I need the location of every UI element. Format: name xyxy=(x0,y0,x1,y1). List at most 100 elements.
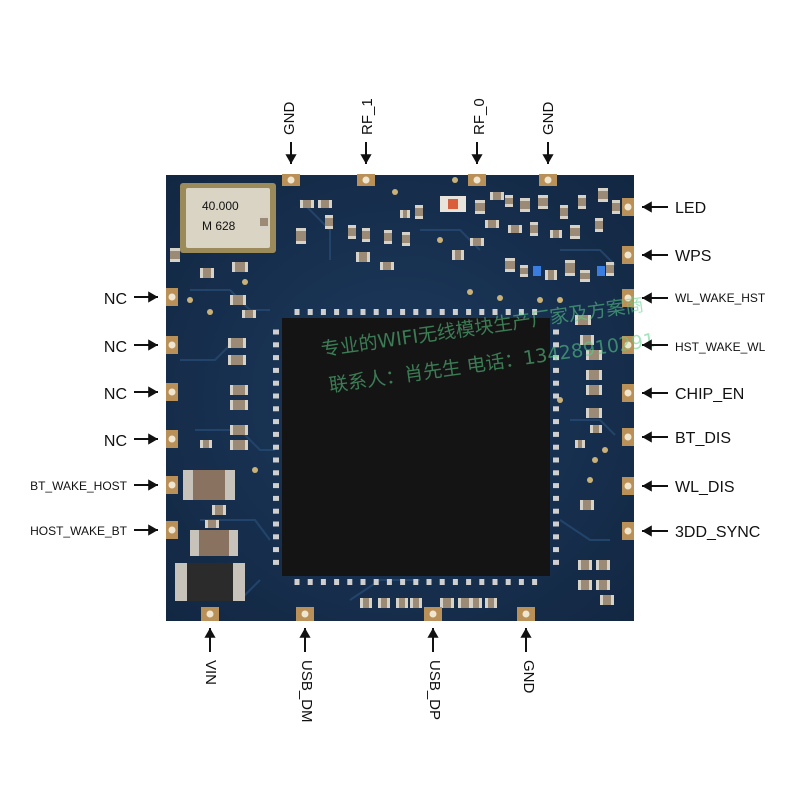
smd-cap xyxy=(586,385,589,395)
pin-arrow-head xyxy=(520,628,532,638)
smd-cap xyxy=(470,598,473,608)
smd-part xyxy=(440,598,454,608)
smd-cap xyxy=(470,238,473,246)
smd-part xyxy=(348,225,356,239)
smd-part xyxy=(300,200,314,208)
chip-pin xyxy=(452,309,458,315)
chip-pins xyxy=(273,309,559,585)
smd-cap xyxy=(245,425,248,435)
smd-part xyxy=(575,315,591,325)
smd-cap xyxy=(170,248,180,251)
pin-label-left-4: NC xyxy=(104,433,127,450)
chip-pin xyxy=(273,521,279,527)
smd-cap xyxy=(362,228,370,231)
chip-pin xyxy=(553,508,559,514)
smd-cap xyxy=(578,206,586,209)
chip-pin xyxy=(273,419,279,425)
chip-pin xyxy=(273,367,279,373)
pad-hole xyxy=(544,176,552,184)
smd-cap xyxy=(520,209,530,212)
smd-cap xyxy=(595,229,603,232)
pin-arrow-head xyxy=(642,525,652,537)
smd-cap xyxy=(419,598,422,608)
smd-cap xyxy=(230,440,233,450)
smd-cap xyxy=(538,206,548,209)
smd-cap xyxy=(505,204,513,207)
chip-pin xyxy=(439,309,445,315)
smd-cap xyxy=(400,210,403,218)
pad-hole xyxy=(168,526,176,534)
chip-pin xyxy=(273,483,279,489)
smd-cap xyxy=(216,520,219,528)
smd-part xyxy=(200,440,212,448)
via xyxy=(437,237,443,243)
chip-pin xyxy=(334,579,340,585)
smd-part xyxy=(230,400,248,410)
smd-part xyxy=(580,270,590,282)
chip-pin xyxy=(532,579,538,585)
smd-cap xyxy=(356,252,359,262)
chip-pin xyxy=(553,547,559,553)
pin-label-bottom-2: USB_DM xyxy=(298,660,315,723)
pad-hole xyxy=(624,433,632,441)
smd-cap xyxy=(578,195,586,198)
chip-pin xyxy=(466,309,472,315)
pin-label-right-8: 3DD_SYNC xyxy=(675,524,760,541)
bulk-capacitors xyxy=(175,470,245,601)
chip-pin xyxy=(273,495,279,501)
smd-cap xyxy=(611,595,614,605)
smd-cap xyxy=(479,598,482,608)
chip-pin xyxy=(466,579,472,585)
smd-part xyxy=(230,425,248,435)
chip-pin xyxy=(320,579,326,585)
smd-cap xyxy=(598,188,608,191)
pad-hole xyxy=(624,389,632,397)
smd-cap xyxy=(520,198,530,201)
pin-label-right-5: CHIP_EN xyxy=(675,386,744,403)
pin-label-left-1: NC xyxy=(104,291,127,308)
pad-hole xyxy=(624,527,632,535)
smd-part xyxy=(452,250,464,260)
pin-arrow-head xyxy=(542,154,554,164)
smd-part xyxy=(230,385,248,395)
smd-cap xyxy=(348,236,356,239)
bottom-pins: VIN USB_DM USB_DP GND xyxy=(202,660,537,723)
smd-cap xyxy=(245,385,248,395)
smd-cap xyxy=(589,560,592,570)
smd-part xyxy=(356,252,370,262)
smd-cap xyxy=(580,500,583,510)
smd-cap xyxy=(170,259,180,262)
smd-cap xyxy=(325,226,333,229)
via xyxy=(452,177,458,183)
via xyxy=(537,297,543,303)
smd-cap xyxy=(452,250,455,260)
smd-cap xyxy=(369,598,372,608)
pin-label-bottom-4: GND xyxy=(520,660,537,694)
smd-part xyxy=(410,598,422,608)
chip-pin xyxy=(307,579,313,585)
smd-part xyxy=(318,200,332,208)
chip-pin xyxy=(386,579,392,585)
chip-pin xyxy=(273,559,279,565)
pin-label-bottom-1: VIN xyxy=(202,660,219,685)
smd-part xyxy=(545,270,557,280)
smd-part xyxy=(230,295,246,305)
smd-part xyxy=(490,192,504,200)
smd-part xyxy=(538,195,548,209)
smd-cap xyxy=(596,580,599,590)
smd-part xyxy=(402,232,410,246)
left-pins: NC NC NC NC BT_WAKE_HOST HOST_WAKE_BT xyxy=(30,291,128,538)
smd-cap xyxy=(253,310,256,318)
smd-cap xyxy=(606,262,614,265)
chip-pin xyxy=(553,457,559,463)
smd-part xyxy=(560,205,568,219)
smd-cap xyxy=(554,270,557,280)
smd-cap xyxy=(599,385,602,395)
smd-part xyxy=(508,225,522,233)
smd-part xyxy=(380,262,394,270)
smd-cap xyxy=(378,598,381,608)
smd-cap xyxy=(212,505,215,515)
chip-pin xyxy=(452,579,458,585)
smd-part xyxy=(230,440,248,450)
chip-pin xyxy=(400,309,406,315)
